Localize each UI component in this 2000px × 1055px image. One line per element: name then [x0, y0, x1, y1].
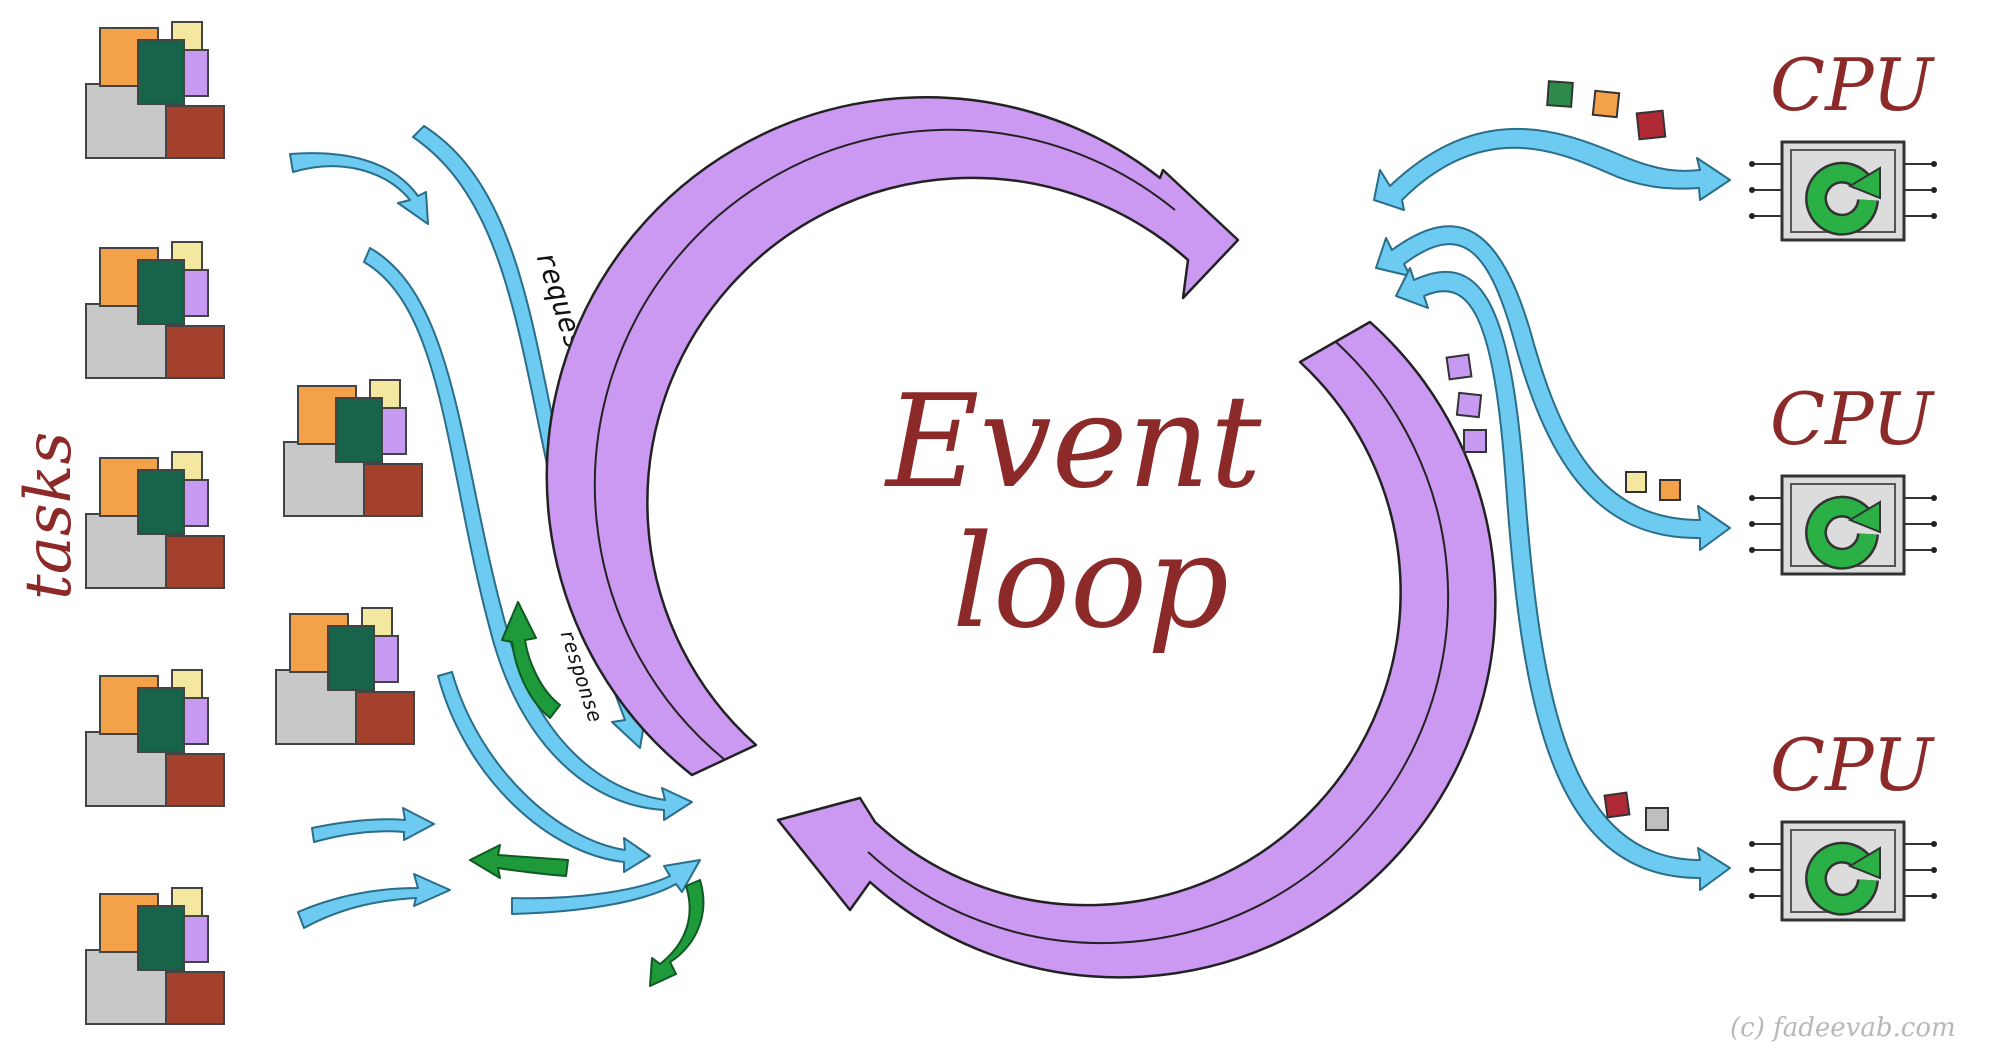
cpu-arrows: [1373, 127, 1731, 891]
arrow-blue-3: [363, 247, 693, 821]
loop-arc-upper: [545, 96, 1240, 777]
cpu-chip-2: [1749, 476, 1937, 574]
arrow-blue-4: [437, 671, 651, 873]
cpu-chip-1: [1749, 142, 1937, 240]
loop-arc-lower: [776, 320, 1497, 979]
event-loop-ring: [545, 96, 1497, 979]
arrow-blue-5: [311, 807, 435, 843]
arrow-cpu-2: [1375, 225, 1731, 551]
task-5: [85, 887, 225, 1025]
arrow-blue-7: [511, 859, 701, 915]
response-arrows: [469, 601, 705, 987]
credit-text: (c) fadeevab.com: [1730, 1013, 1956, 1043]
event-label: Event: [884, 368, 1262, 517]
arrow-blue-1: [289, 152, 429, 225]
cpu-label-3: CPU: [1770, 723, 1935, 807]
task-7: [275, 607, 415, 745]
loop-inner-lines: [593, 128, 1450, 945]
loop-label: loop: [952, 508, 1229, 657]
arrow-cpu-1: [1373, 127, 1731, 211]
tasks-label: tasks: [12, 432, 86, 600]
task-1: [85, 21, 225, 159]
task-3: [85, 451, 225, 589]
arrow-cpu-3: [1395, 267, 1731, 891]
task-2: [85, 241, 225, 379]
cpu-chip-3: [1749, 822, 1937, 920]
queue-squares: [1445, 80, 1681, 831]
cpu-label-1: CPU: [1770, 43, 1935, 127]
cpu-label-2: CPU: [1770, 377, 1935, 461]
arrow-blue-6: [297, 873, 451, 929]
arrow-green-3: [649, 879, 705, 987]
task-4: [85, 669, 225, 807]
task-6: [283, 379, 423, 517]
arrow-green-2: [469, 844, 569, 879]
arrow-green-1: [501, 601, 561, 719]
